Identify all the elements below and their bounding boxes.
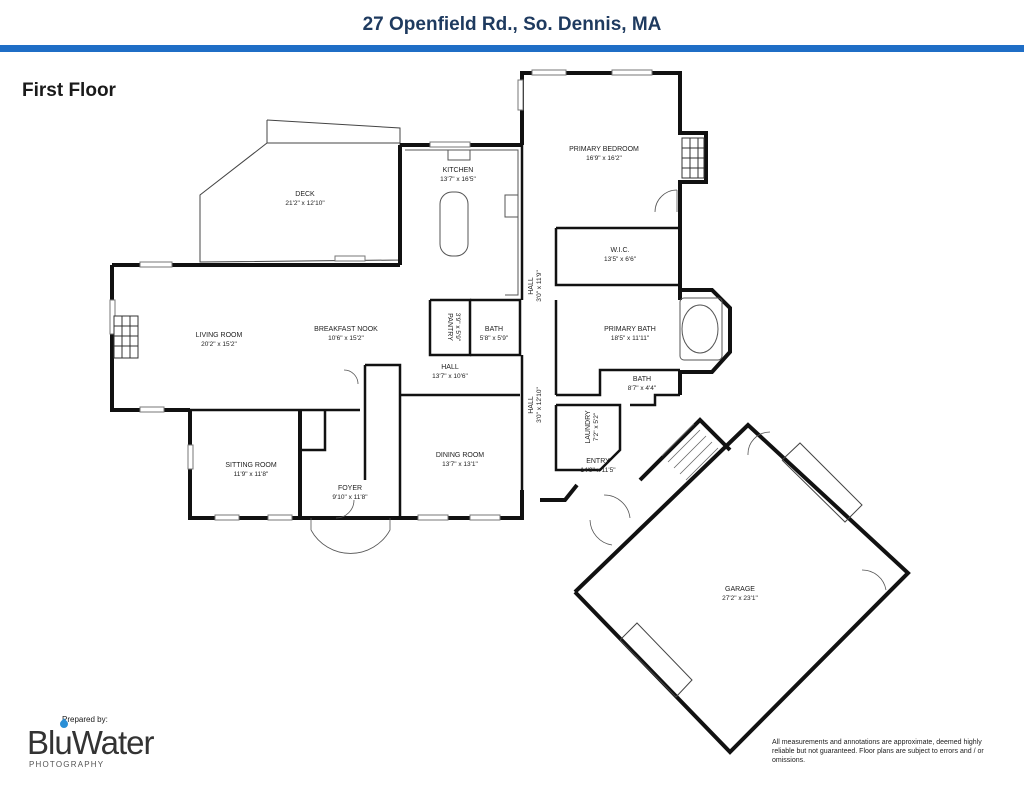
room-dim-bath: 5'8" x 5'9" — [480, 335, 509, 342]
room-name-wic: W.I.C. — [610, 247, 629, 254]
room-dim-deck: 21'2" x 12'10" — [285, 200, 325, 207]
door-swings — [310, 189, 887, 591]
room-dim-primary-bath: 18'5" x 11'11" — [611, 335, 650, 342]
room-dim-dining-room: 13'7" x 13'1" — [442, 461, 478, 468]
room-name-bath-2: BATH — [633, 376, 651, 383]
room-name-hall-1: HALL — [528, 277, 535, 295]
room-dim-laundry: 7'2" x 5'2" — [593, 412, 600, 441]
room-name-hall-3: HALL — [528, 396, 535, 414]
disclaimer-text: All measurements and annotations are app… — [772, 739, 984, 764]
room-name-dining-room: DINING ROOM — [436, 452, 484, 459]
bathtub-icon — [679, 297, 723, 361]
exterior-walls — [110, 71, 911, 755]
room-dim-living-room: 20'2" x 15'2" — [201, 341, 237, 348]
deck-outline — [199, 119, 401, 263]
room-name-laundry: LAUNDRY — [585, 410, 592, 444]
interior-walls — [190, 145, 682, 518]
room-dim-kitchen: 13'7" x 16'5" — [440, 176, 476, 183]
room-dim-breakfast-nook: 10'6" x 15'2" — [328, 335, 364, 342]
room-name-bath: BATH — [485, 326, 503, 333]
room-name-entry: ENTRY — [586, 458, 610, 465]
room-name-hall-2: HALL — [441, 364, 459, 371]
room-name-foyer: FOYER — [338, 485, 362, 492]
garage-shelves — [619, 442, 863, 698]
room-name-kitchen: KITCHEN — [443, 167, 474, 174]
room-dim-entry: 14'9" x 11'5" — [580, 467, 616, 474]
kitchen-fixtures — [405, 149, 519, 296]
room-dim-hall-3: 3'0" x 12'10" — [536, 386, 543, 422]
floor-label: First Floor — [22, 80, 116, 101]
room-name-breakfast-nook: BREAKFAST NOOK — [314, 326, 378, 333]
room-name-garage: GARAGE — [725, 586, 755, 593]
room-dim-sitting-room: 11'9" x 11'8" — [234, 471, 269, 478]
room-name-deck: DECK — [295, 191, 315, 198]
logo-text-u: u — [54, 718, 73, 761]
plan-title: 27 Openfield Rd., So. Dennis, MA — [362, 14, 662, 35]
room-name-living-room: LIVING ROOM — [196, 332, 243, 339]
room-dim-bath-2: 8'7" x 4'4" — [628, 385, 657, 392]
fireplace-icons — [113, 137, 705, 359]
logo-subtext: PHOTOGRAPHY — [29, 760, 105, 769]
room-name-primary-bath: PRIMARY BATH — [604, 326, 656, 333]
garage-stairs — [661, 423, 719, 481]
room-dim-hall-2: 13'7" x 10'6" — [432, 373, 468, 380]
room-name-primary-bedroom: PRIMARY BEDROOM — [569, 146, 639, 153]
room-name-sitting-room: SITTING ROOM — [225, 462, 277, 469]
room-dim-wic: 13'5" x 6'6" — [604, 256, 637, 263]
windows — [109, 69, 653, 521]
room-name-pantry: PANTRY — [446, 313, 453, 341]
room-labels: KITCHEN 13'7" x 16'5" DECK 21'2" x 12'10… — [196, 146, 759, 602]
logo-text-a: Bl — [27, 724, 55, 761]
header-divider — [0, 45, 1024, 52]
room-dim-foyer: 9'10" x 11'8" — [332, 494, 368, 501]
room-dim-garage: 27'2" x 23'1" — [722, 595, 758, 602]
room-dim-hall-1: 3'0" x 11'9" — [536, 270, 543, 302]
room-dim-pantry: 3'9" x 5'9" — [454, 313, 461, 342]
room-dim-primary-bedroom: 16'9" x 16'2" — [586, 155, 622, 162]
prepared-by-label: Prepared by: — [62, 715, 108, 724]
logo-text-b: Water — [71, 724, 155, 761]
